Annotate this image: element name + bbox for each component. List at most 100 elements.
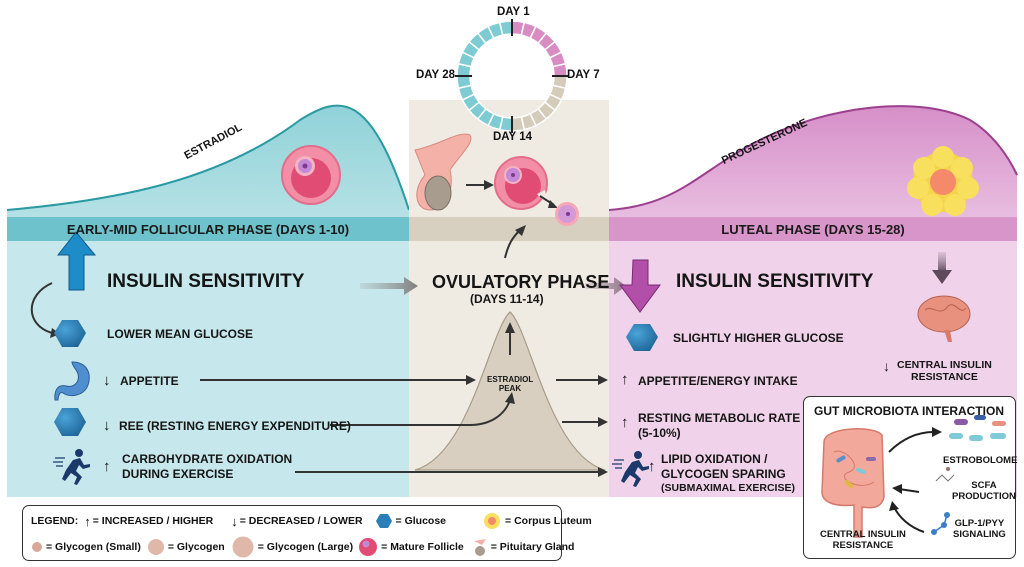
gut-central-line2: RESISTANCE xyxy=(832,540,894,551)
estradiol-peak-curve xyxy=(414,311,606,471)
luteal-item-lipid: LIPID OXIDATION / xyxy=(661,452,768,466)
cycle-day-segment-21 xyxy=(456,75,472,90)
estradiol-curve-line xyxy=(6,104,410,211)
up-arrow-icon: ↑ xyxy=(621,371,629,388)
rupturing-follicle-icon xyxy=(494,156,548,210)
progesterone-curve-line xyxy=(608,105,1018,211)
gut-microbiota-box: GUT MICROBIOTA INTERACTION xyxy=(803,396,1018,559)
down-arrow-icon: ↓ xyxy=(103,417,111,434)
legend-pituitary: = Pituitary Gland xyxy=(490,541,575,553)
flow-arrow-to-luteal xyxy=(585,277,626,295)
brain-down-arrow-icon xyxy=(932,270,952,284)
cycle-day-segment-7 xyxy=(552,62,568,77)
scfa-line1: SCFA xyxy=(971,480,997,491)
follicular-item-carb-2: DURING EXERCISE xyxy=(122,467,234,481)
legend-increased: = INCREASED / HIGHER xyxy=(92,515,214,527)
insulin-down-arrow-icon xyxy=(619,259,661,313)
glucose-icon xyxy=(375,514,392,528)
ovulatory-band xyxy=(409,217,609,241)
up-arrow-icon: ↑ xyxy=(103,458,111,475)
glp1-line1: GLP-1/PYY xyxy=(954,518,1005,529)
legend-glycogen: = Glycogen xyxy=(167,541,225,553)
glucose-icon xyxy=(626,324,658,351)
central-insulin-line1: CENTRAL INSULIN xyxy=(897,359,992,371)
gut-illustration xyxy=(821,415,1006,538)
glucose-icon xyxy=(54,320,86,347)
luteal-insulin-headline: INSULIN SENSITIVITY xyxy=(676,271,874,292)
mature-follicle-icon xyxy=(281,145,341,205)
glycogen-icon xyxy=(147,539,164,555)
corpus-luteum-icon xyxy=(907,146,979,216)
up-arrow-icon: ↑ xyxy=(648,458,656,475)
runner-icon xyxy=(53,449,90,485)
glp1-molecule-icon xyxy=(931,512,950,535)
scfa-molecule-icon xyxy=(935,467,955,482)
day14-label: DAY 14 xyxy=(493,131,533,143)
down-arrow-icon: ↓ xyxy=(883,358,890,374)
legend-decreased: = DECREASED / LOWER xyxy=(239,515,363,527)
up-arrow-icon: ↑ xyxy=(621,414,629,431)
glp1-label: GLP-1/PYY SIGNALING xyxy=(953,518,1006,540)
follicular-item-appetite: APPETITE xyxy=(120,374,179,388)
stomach-icon xyxy=(54,361,90,401)
day7-label: DAY 7 xyxy=(567,69,600,81)
luteal-item-appetite: APPETITE/ENERGY INTAKE xyxy=(638,374,798,388)
estradiol-peak-line2: PEAK xyxy=(498,384,522,393)
flow-arrow-to-ovulatory xyxy=(360,277,418,295)
day28-label: DAY 28 xyxy=(416,69,456,81)
estradiol-curve-fill xyxy=(7,105,409,217)
glycogen-large-icon xyxy=(232,536,254,558)
cycle-wheel xyxy=(455,19,569,133)
cycle-day-segment-14 xyxy=(511,116,526,132)
legend-glucose: = Glucose xyxy=(395,515,447,527)
follicular-phase-title: EARLY-MID FOLLICULAR PHASE (DAYS 1-10) xyxy=(66,221,350,237)
luteal-band xyxy=(609,217,1017,241)
bacteria-icon xyxy=(949,415,1006,441)
luteal-item-rmr: RESTING METABOLIC RATE xyxy=(638,411,801,425)
glycogen-small-icon xyxy=(32,542,42,552)
oocyte-icon xyxy=(555,202,579,226)
estradiol-peak-line1: ESTRADIOL xyxy=(487,375,534,384)
cycle-day-segment-28 xyxy=(498,20,513,36)
luteal-phase-title: LUTEAL PHASE (DAYS 15-28) xyxy=(721,221,905,237)
pituitary-gland-icon xyxy=(473,539,486,556)
luteal-item-lipid-3: (SUBMAXIMAL EXERCISE) xyxy=(661,482,795,494)
pituitary-gland-icon xyxy=(414,133,472,211)
intestine-icon xyxy=(821,428,885,538)
follicular-insulin-headline: INSULIN SENSITIVITY xyxy=(107,271,305,292)
runner-icon xyxy=(612,451,649,487)
central-insulin-line2: RESISTANCE xyxy=(910,371,978,383)
legend-title: LEGEND: xyxy=(31,515,79,527)
follicular-item-ree: REE (RESTING ENERGY EXPENDITURE) xyxy=(119,419,351,433)
luteal-item-lipid-2: GLYCOGEN SPARING xyxy=(661,467,786,481)
scfa-label: SCFA PRODUCTION xyxy=(952,480,1016,502)
follicular-item-glucose: LOWER MEAN GLUCOSE xyxy=(107,327,253,341)
down-arrow-icon: ↓ xyxy=(231,513,238,529)
legend-glycogen-large: = Glycogen (Large) xyxy=(257,541,354,553)
legend-glycogen-small: = Glycogen (Small) xyxy=(46,541,141,553)
glucose-icon xyxy=(54,408,86,436)
legend-corpus-luteum: = Corpus Luteum xyxy=(505,515,592,527)
gut-central-insulin-label: CENTRAL INSULIN RESISTANCE xyxy=(820,529,906,551)
gut-central-line1: CENTRAL INSULIN xyxy=(820,529,906,540)
mature-follicle-icon xyxy=(359,538,378,556)
ovulatory-phase-title: OVULATORY PHASE xyxy=(432,272,610,292)
estradiol-peak-label: ESTRADIOL PEAK xyxy=(487,375,533,393)
gut-box-title: GUT MICROBIOTA INTERACTION xyxy=(814,404,1004,418)
day1-label: DAY 1 xyxy=(497,6,530,18)
brain-icon xyxy=(917,295,971,342)
luteal-item-rmr-2: (5-10%) xyxy=(638,426,681,440)
scfa-line2: PRODUCTION xyxy=(952,491,1016,502)
glp1-line2: SIGNALING xyxy=(953,529,1006,540)
estrobolome-label: ESTROBOLOME xyxy=(943,455,1018,466)
curved-arrow-icon xyxy=(30,282,53,334)
up-arrow-icon: ↑ xyxy=(84,513,91,529)
corpus-luteum-icon xyxy=(484,513,501,529)
down-arrow-icon: ↓ xyxy=(103,372,111,389)
luteal-item-glucose: SLIGHTLY HIGHER GLUCOSE xyxy=(673,331,844,345)
legend: LEGEND: ↑ = INCREASED / HIGHER ↓ = DECRE… xyxy=(22,505,592,561)
central-insulin-resistance-label: CENTRAL INSULIN RESISTANCE xyxy=(897,359,992,383)
legend-mature-follicle: = Mature Follicle xyxy=(381,541,464,553)
connector-arrow xyxy=(330,399,511,426)
insulin-up-arrow-icon xyxy=(56,231,97,291)
